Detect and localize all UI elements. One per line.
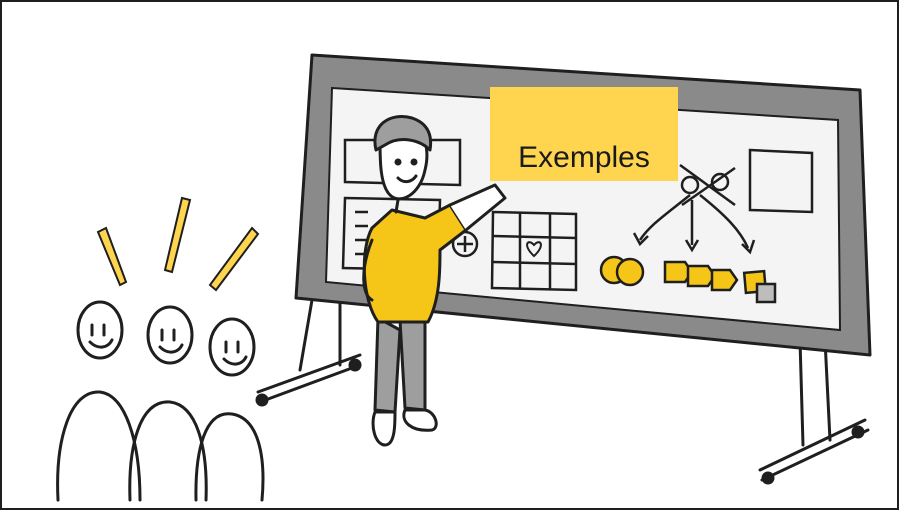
board-stand bbox=[255, 298, 870, 485]
presenter bbox=[362, 115, 507, 447]
board-yellow-shapes bbox=[599, 255, 777, 304]
sign-card bbox=[490, 87, 678, 181]
excitement-marks bbox=[96, 196, 260, 292]
board-sketches bbox=[341, 138, 814, 292]
heart-icon bbox=[526, 241, 542, 258]
audience bbox=[56, 300, 265, 502]
sign-label: Exemples bbox=[518, 141, 650, 174]
